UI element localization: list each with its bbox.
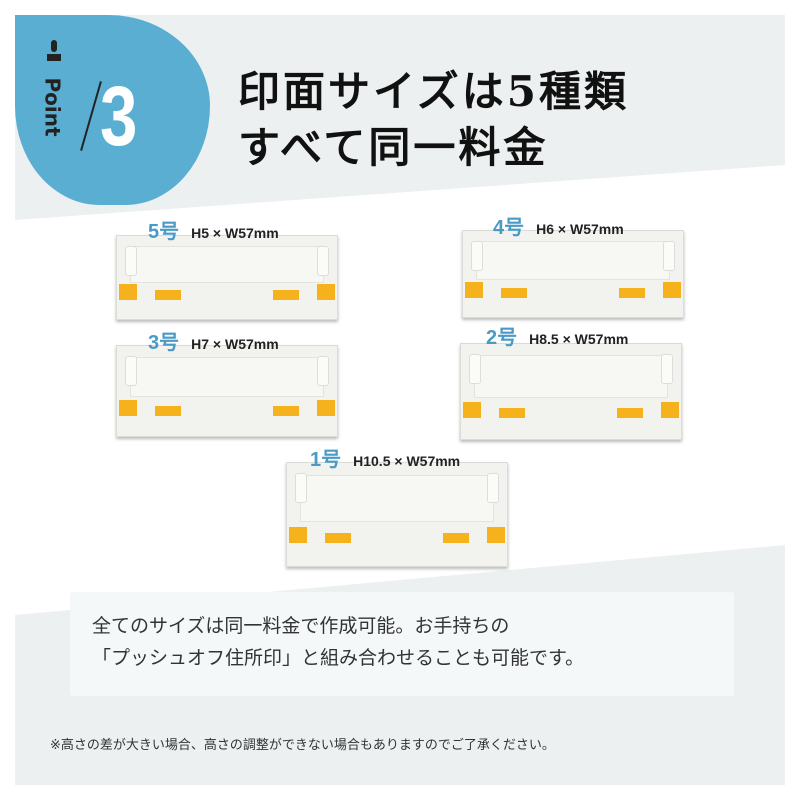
title-line-2: すべて同一料金: [238, 123, 549, 172]
item-label: 3号 H7 × W57mm: [148, 333, 279, 355]
item-label: 2号 H8.5 × W57mm: [486, 328, 628, 350]
page-title: 印面サイズは5種類 すべて同一料金: [238, 64, 629, 176]
stamp-tray-image: [116, 345, 338, 437]
point-badge: [15, 15, 210, 205]
item-number: 2号: [486, 327, 518, 349]
stamp-tray-image: [462, 230, 684, 318]
title-line-1: 印面サイズは5種類: [238, 67, 629, 116]
point-label: Point: [41, 77, 65, 137]
item-size: H6 × W57mm: [536, 221, 624, 237]
item-size: H5 × W57mm: [191, 225, 279, 241]
item-number: 4号: [493, 217, 525, 239]
item-label: 1号 H10.5 × W57mm: [310, 450, 460, 472]
item-number: 1号: [310, 449, 342, 471]
stamp-tray-image: [460, 343, 682, 440]
item-label: 4号 H6 × W57mm: [493, 218, 624, 240]
stamp-icon: [47, 40, 61, 61]
item-size: H8.5 × W57mm: [529, 331, 629, 347]
item-number: 5号: [148, 221, 180, 243]
item-size: H7 × W57mm: [191, 336, 279, 352]
footnote: ※高さの差が大きい場合、高さの調整ができない場合もありますのでご了承ください。: [50, 738, 555, 753]
stamp-tray-image: [116, 235, 338, 320]
item-number: 3号: [148, 332, 180, 354]
stamp-tray-image: [286, 462, 508, 567]
item-size: H10.5 × W57mm: [353, 453, 461, 469]
point-number: 3: [100, 69, 138, 163]
message-line-1: 全てのサイズは同一料金で作成可能。お手持ちの: [92, 615, 510, 637]
message-line-2: 「プッシュオフ住所印」と組み合わせることも可能です。: [92, 647, 585, 669]
message-box: 全てのサイズは同一料金で作成可能。お手持ちの 「プッシュオフ住所印」と組み合わせ…: [70, 592, 734, 696]
item-label: 5号 H5 × W57mm: [148, 222, 279, 244]
